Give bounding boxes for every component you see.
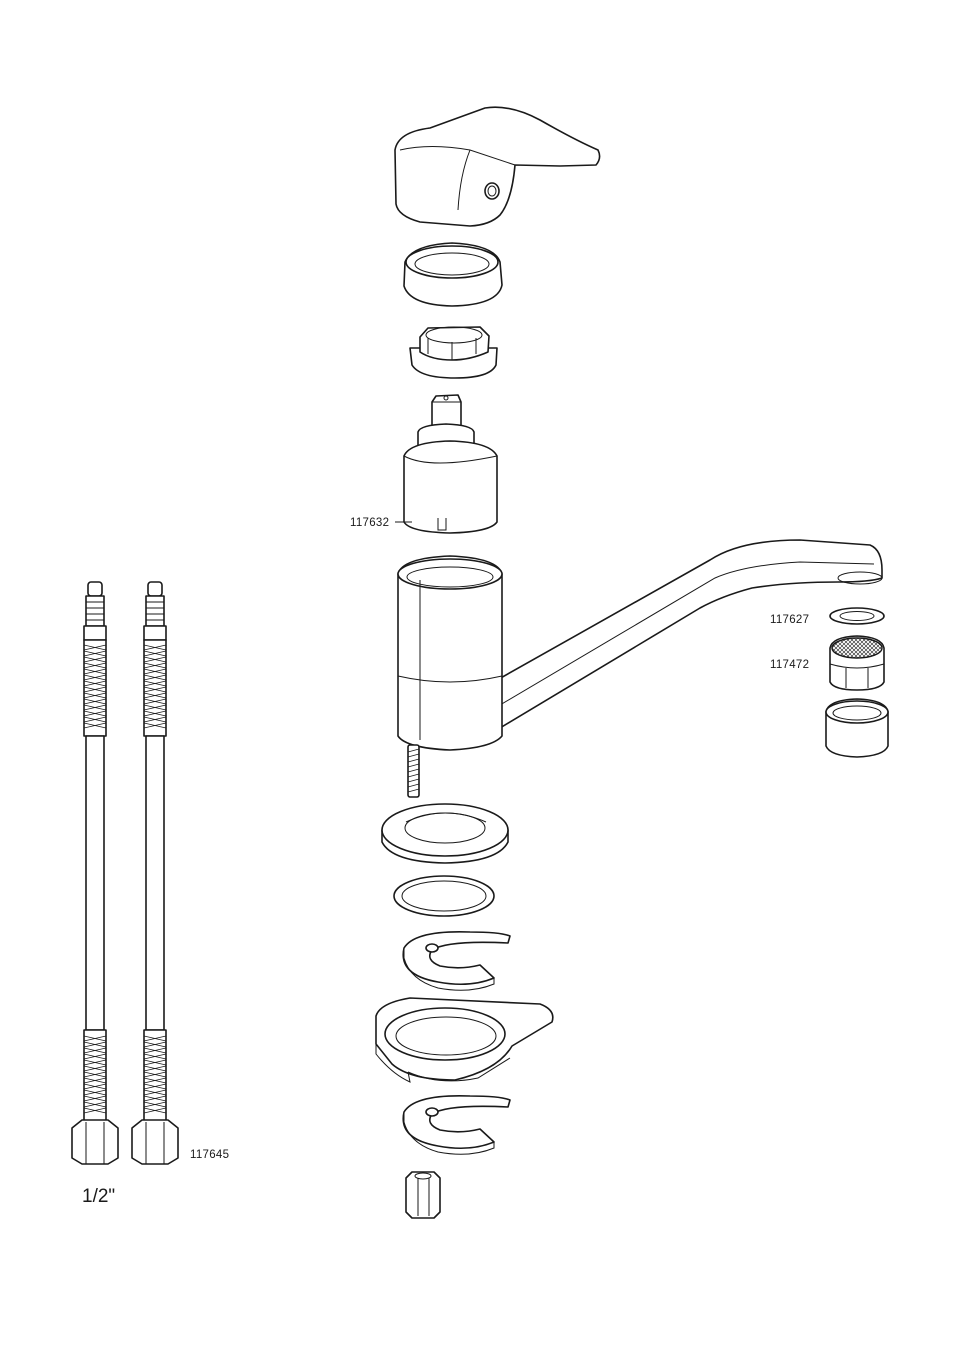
- lever-handle: [395, 107, 600, 226]
- coupling-nut: [406, 1172, 440, 1218]
- base-ring: [382, 804, 508, 863]
- flex-hose-right: [132, 582, 178, 1164]
- dome-cap: [404, 243, 502, 306]
- hoses-part-number: 117645: [190, 1149, 229, 1161]
- thread-size-label: 1/2": [82, 1186, 115, 1207]
- mounting-plate: [376, 998, 553, 1082]
- horseshoe-washer-lower: [403, 1096, 510, 1154]
- threaded-stud: [408, 745, 419, 797]
- horseshoe-washer-upper: [403, 932, 510, 990]
- aerator-housing: [826, 699, 888, 757]
- aerator-insert-part-number: 117472: [770, 659, 809, 671]
- cartridge: [404, 395, 497, 533]
- o-ring: [394, 876, 494, 916]
- hex-nut: [410, 327, 497, 378]
- washer-part-number: 117627: [770, 614, 809, 626]
- aerator-insert: [830, 636, 884, 690]
- washer: [830, 608, 884, 624]
- cartridge-part-number: 117632: [350, 517, 389, 529]
- flex-hose-left: [72, 582, 118, 1164]
- mixer-body: [398, 556, 502, 750]
- spout: [460, 540, 882, 740]
